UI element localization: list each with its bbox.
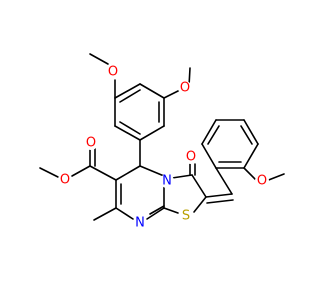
bond (115, 207, 134, 220)
bond (139, 83, 165, 99)
methoxy-aryl (243, 167, 285, 182)
ester-group (39, 147, 117, 181)
atom-o-top: O (106, 65, 120, 80)
structure-canvas: O O O O O O N N S (39, 53, 285, 231)
bond (115, 165, 141, 181)
bond (207, 125, 220, 145)
bond (215, 167, 233, 195)
bond (89, 53, 109, 65)
bond (243, 143, 259, 169)
bond (71, 165, 91, 177)
methoxyphenyl-ring (201, 119, 259, 169)
bond (201, 119, 217, 145)
oxygen-label: O (108, 65, 118, 80)
bond (243, 167, 257, 181)
methoxy-top (89, 53, 116, 99)
atom-n-ring: N (160, 174, 174, 189)
bond (114, 125, 141, 141)
bond (139, 125, 165, 141)
dimethoxyphenyl-ring (114, 83, 165, 141)
bond (89, 165, 117, 181)
bond (201, 143, 217, 169)
bond (163, 207, 179, 214)
atom-o-ester-ether: O (58, 173, 72, 188)
bond (119, 89, 141, 103)
oxygen-label: O (60, 173, 70, 188)
oxygen-label: O (186, 150, 196, 165)
oxygen-label: O (86, 136, 96, 151)
molecule-structure: O O O O O O N N S (39, 53, 285, 231)
bond (193, 196, 207, 213)
bond (149, 205, 165, 215)
benzylidene-linker (205, 167, 234, 204)
pyrimidine-ring (115, 139, 165, 220)
bond (205, 193, 233, 198)
nitrogen-label: N (135, 216, 145, 231)
methyl-group (93, 207, 117, 221)
bond (114, 83, 141, 99)
atom-o-aryl: O (255, 174, 269, 189)
oxygen-label: O (257, 174, 267, 189)
bond (163, 89, 181, 99)
bond (171, 174, 193, 179)
ketone-group (189, 163, 196, 176)
bond (206, 199, 234, 204)
bond (146, 207, 165, 220)
atom-s-ring: S (179, 209, 193, 224)
bond (191, 174, 207, 198)
bond (243, 119, 259, 145)
bond (93, 207, 117, 221)
atom-o-ester-carbonyl: O (84, 136, 98, 151)
bond (119, 121, 141, 135)
bond (39, 167, 59, 178)
oxygen-label: O (180, 81, 190, 96)
thiazole-ring (163, 174, 207, 214)
atom-n-imine: N (133, 216, 147, 231)
atom-o-mid: O (178, 81, 192, 96)
nitrogen-label: N (162, 174, 172, 189)
bond (139, 165, 165, 177)
sulfur-label: S (182, 209, 190, 224)
atom-o-ketone: O (184, 150, 198, 165)
bond (240, 125, 253, 145)
bond (265, 173, 285, 182)
